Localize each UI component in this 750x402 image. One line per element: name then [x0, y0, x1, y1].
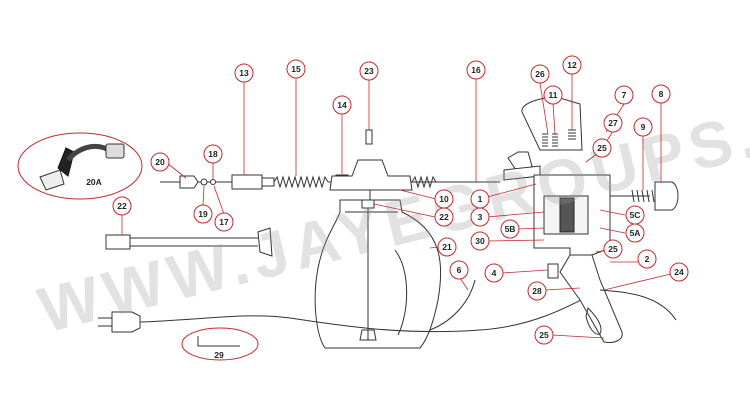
callout-25-top: 25: [592, 138, 612, 158]
part-6-hose: [429, 279, 476, 331]
callout-25-mid: 25: [603, 239, 623, 259]
callout-5C: 5C: [625, 205, 645, 225]
svg-text:3: 3: [478, 212, 483, 222]
callout-23: 23: [359, 61, 379, 81]
callout-5A: 5A: [625, 223, 645, 243]
svg-text:25: 25: [608, 244, 618, 254]
callout-7: 7: [614, 85, 634, 105]
svg-text:26: 26: [535, 69, 545, 79]
svg-text:10: 10: [439, 194, 449, 204]
svg-text:25: 25: [597, 143, 607, 153]
svg-text:22: 22: [439, 212, 449, 222]
callout-9: 9: [633, 117, 653, 137]
part-13-fitting: [231, 174, 275, 190]
callout-18: 18: [203, 144, 223, 164]
callout-10: 10: [434, 189, 454, 209]
svg-text:23: 23: [364, 66, 374, 76]
svg-text:13: 13: [239, 68, 249, 78]
callout-14: 14: [332, 95, 352, 115]
svg-text:7: 7: [622, 90, 627, 100]
callout-26: 26: [530, 64, 550, 84]
svg-text:17: 17: [219, 217, 229, 227]
svg-text:22: 22: [117, 201, 127, 211]
part-20-screw-and-rod: [160, 175, 235, 189]
callout-20: 20: [150, 152, 170, 172]
callout-24: 24: [669, 262, 689, 282]
svg-text:28: 28: [532, 286, 542, 296]
callout-15: 15: [286, 59, 306, 79]
svg-text:5A: 5A: [630, 228, 641, 238]
callout-3: 3: [470, 207, 490, 227]
svg-text:14: 14: [337, 100, 347, 110]
callout-6: 6: [449, 260, 469, 280]
svg-text:15: 15: [291, 64, 301, 74]
svg-text:19: 19: [198, 209, 208, 219]
svg-text:30: 30: [475, 236, 485, 246]
svg-text:9: 9: [641, 122, 646, 132]
callout-2: 2: [637, 249, 657, 269]
callout-25-bottom: 25: [534, 325, 554, 345]
callout-5B: 5B: [500, 219, 520, 239]
svg-text:11: 11: [549, 90, 558, 100]
svg-text:20: 20: [155, 157, 165, 167]
svg-text:1: 1: [478, 194, 483, 204]
svg-text:24: 24: [674, 267, 684, 277]
svg-text:8: 8: [659, 89, 664, 99]
callout-28: 28: [527, 281, 547, 301]
svg-text:5B: 5B: [505, 224, 516, 234]
callout-8: 8: [651, 84, 671, 104]
svg-text:12: 12: [567, 60, 577, 70]
part-21-bottle: [314, 199, 442, 349]
svg-text:29: 29: [214, 350, 224, 360]
part-16-spring-right: [411, 175, 437, 189]
callout-12: 12: [562, 55, 582, 75]
svg-text:25: 25: [539, 330, 549, 340]
part-20A-nozzle-inset: [17, 132, 143, 200]
callout-20A: 20A: [86, 177, 102, 187]
svg-text:27: 27: [608, 118, 618, 128]
svg-text:2: 2: [645, 254, 650, 264]
callout-16: 16: [466, 60, 486, 80]
callout-13: 13: [234, 63, 254, 83]
callout-22-right: 22: [434, 207, 454, 227]
svg-text:16: 16: [471, 65, 481, 75]
svg-text:6: 6: [457, 265, 462, 275]
part-29-power-cord-and-plug: [98, 289, 601, 361]
callout-11: 11: [543, 85, 563, 105]
callout-29: 29: [214, 350, 224, 360]
callout-30: 30: [470, 231, 490, 251]
svg-text:4: 4: [492, 268, 497, 278]
callout-17: 17: [214, 212, 234, 232]
part-22-tube-and-ring: [105, 199, 375, 257]
svg-text:5C: 5C: [630, 210, 641, 220]
callout-27: 27: [603, 113, 623, 133]
part-23-pin: [365, 129, 373, 145]
callout-22-left: 22: [112, 196, 132, 216]
callout-1: 1: [470, 189, 490, 209]
svg-text:20A: 20A: [86, 177, 102, 187]
part-8-9-motor-end: [610, 181, 679, 211]
callout-21: 21: [437, 237, 457, 257]
callout-4: 4: [484, 263, 504, 283]
callout-19: 19: [193, 204, 213, 224]
svg-text:21: 21: [442, 242, 452, 252]
svg-text:18: 18: [208, 149, 218, 159]
